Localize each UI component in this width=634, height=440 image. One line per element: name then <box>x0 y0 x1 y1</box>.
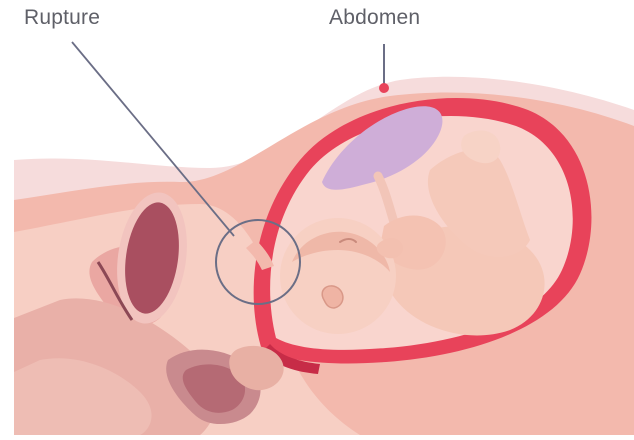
rupture-label: Rupture <box>24 6 100 30</box>
abdomen-label: Abdomen <box>329 6 420 30</box>
abdomen-pointer-dot <box>379 83 389 93</box>
